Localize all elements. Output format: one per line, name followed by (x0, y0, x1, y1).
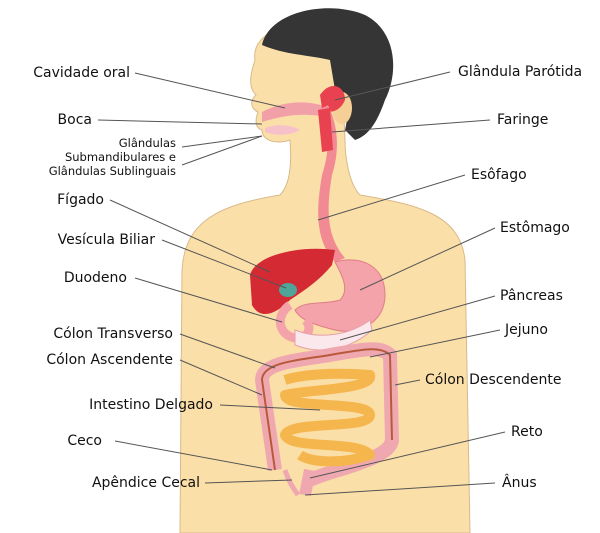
small-intestine (280, 368, 375, 467)
label-glandulas: Glândulas Submandibulares e Glândulas Su… (49, 136, 176, 178)
label-anus: Ânus (502, 475, 537, 491)
label-ceco: Ceco (67, 433, 102, 449)
appendix (282, 469, 301, 497)
label-intestino-delgado: Intestino Delgado (89, 397, 213, 413)
label-reto: Reto (511, 424, 543, 440)
label-colon-descendente: Cólon Descendente (425, 372, 562, 388)
oral-cavity (262, 102, 330, 122)
gallbladder (279, 283, 297, 297)
label-colon-transverso: Cólon Transverso (53, 326, 173, 342)
label-faringe: Faringe (497, 112, 549, 128)
label-colon-ascendente: Cólon Ascendente (46, 352, 173, 368)
label-jejuno: Jejuno (505, 322, 548, 338)
label-pancreas: Pâncreas (500, 288, 563, 304)
liver (250, 248, 335, 315)
label-glandulas-line3: Glândulas Sublinguais (48, 164, 176, 178)
label-esofago: Esôfago (471, 167, 527, 183)
leader-lines (97, 71, 506, 496)
label-vesicula-biliar: Vesícula Biliar (57, 232, 155, 248)
colon-band (260, 348, 393, 471)
pharynx (318, 108, 333, 152)
esophagus (318, 105, 345, 262)
label-glandulas-line1: Glândulas (118, 136, 176, 150)
label-apendice-cecal: Apêndice Cecal (91, 475, 200, 491)
label-boca: Boca (57, 112, 92, 128)
rectum (299, 468, 316, 497)
label-glandulas-line2: Submandibulares e (64, 150, 176, 164)
label-glandula-parotida: Glândula Parótida (458, 64, 583, 80)
pancreas (294, 319, 373, 351)
parotid-gland (320, 85, 345, 112)
hair (262, 8, 394, 140)
sublingual-glands (265, 125, 300, 135)
label-duodeno: Duodeno (63, 270, 127, 286)
label-figado: Fígado (57, 192, 104, 208)
label-cavidade-oral: Cavidade oral (33, 65, 130, 81)
label-estomago: Estômago (500, 220, 570, 236)
